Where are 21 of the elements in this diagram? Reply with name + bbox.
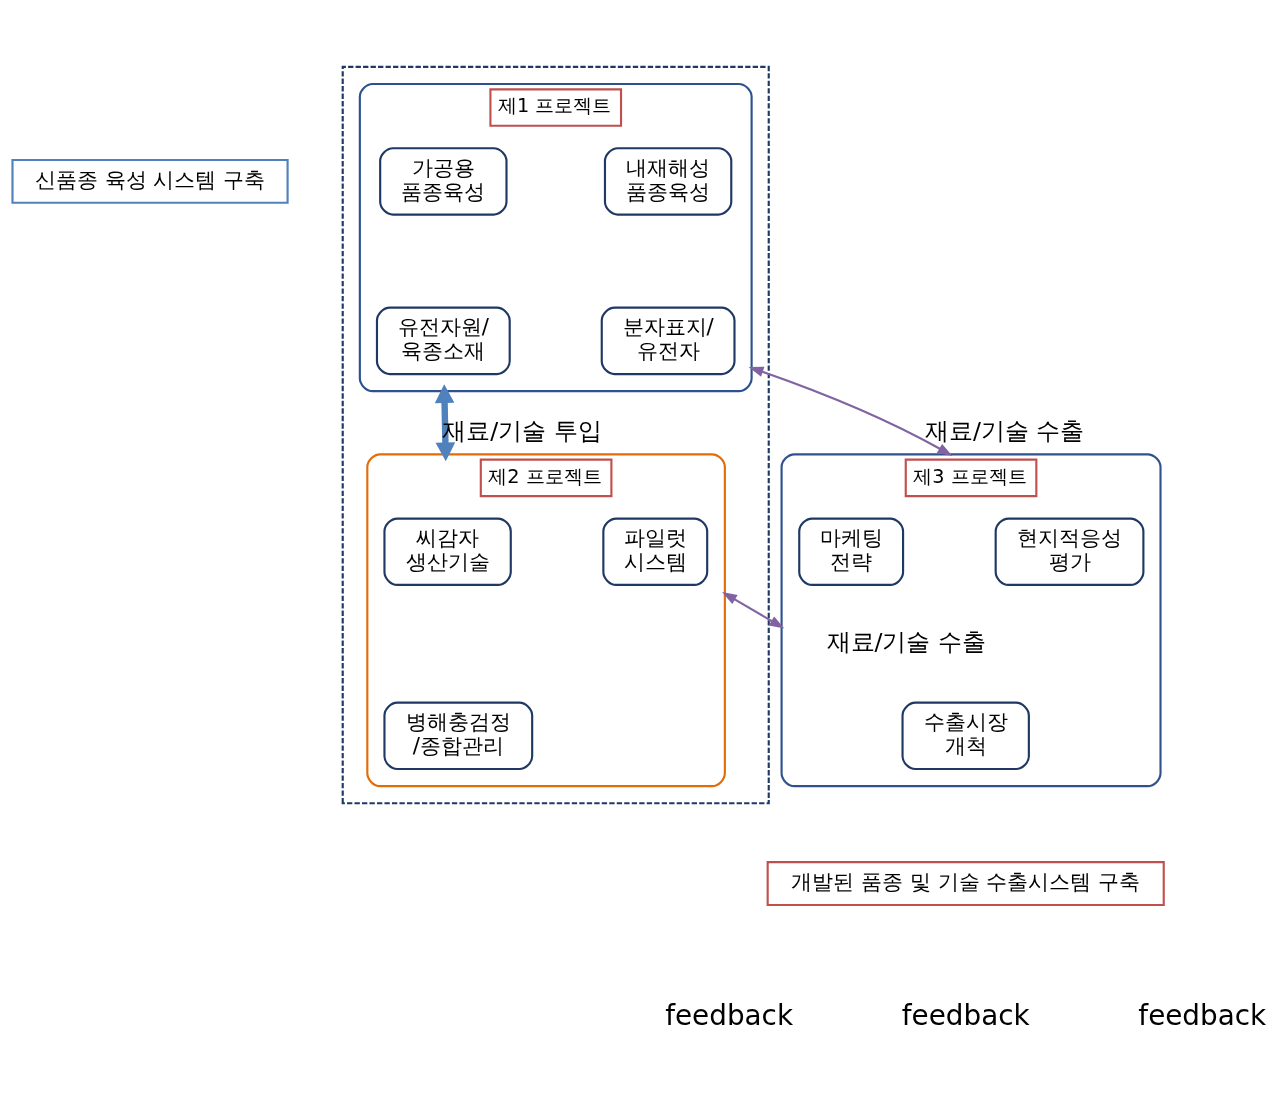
arrow [748,366,953,456]
arrow [722,591,785,628]
arrow [434,383,456,461]
node-box: 수출시장 개척 [901,701,1030,770]
node-box: 유전자원/ 육종소재 [375,306,511,375]
label: feedback [1138,998,1267,1032]
node-box: 개발된 품종 및 기술 수출시스템 구축 [766,860,1165,906]
node-box: 현지적응성 평가 [994,517,1145,586]
node-box: 파일럿 시스템 [602,517,709,586]
node-box: 가공용 품종육성 [379,146,508,216]
edge-label: 재료/기술 수출 [925,416,1085,445]
label: feedback [665,998,794,1032]
node-box: 분자표지/ 유전자 [600,306,736,375]
node-box: 내재해성 품종육성 [603,146,733,216]
edge-label: 재료/기술 수출 [826,627,986,656]
node-box: 씨감자 생산기술 [383,517,512,586]
node-box: 신품종 육성 시스템 구축 [11,158,289,204]
label: feedback [901,998,1030,1032]
node-box: 병해충검정 /종합관리 [383,701,534,770]
node-box: 마케팅 전략 [798,517,905,586]
cluster [341,65,770,804]
